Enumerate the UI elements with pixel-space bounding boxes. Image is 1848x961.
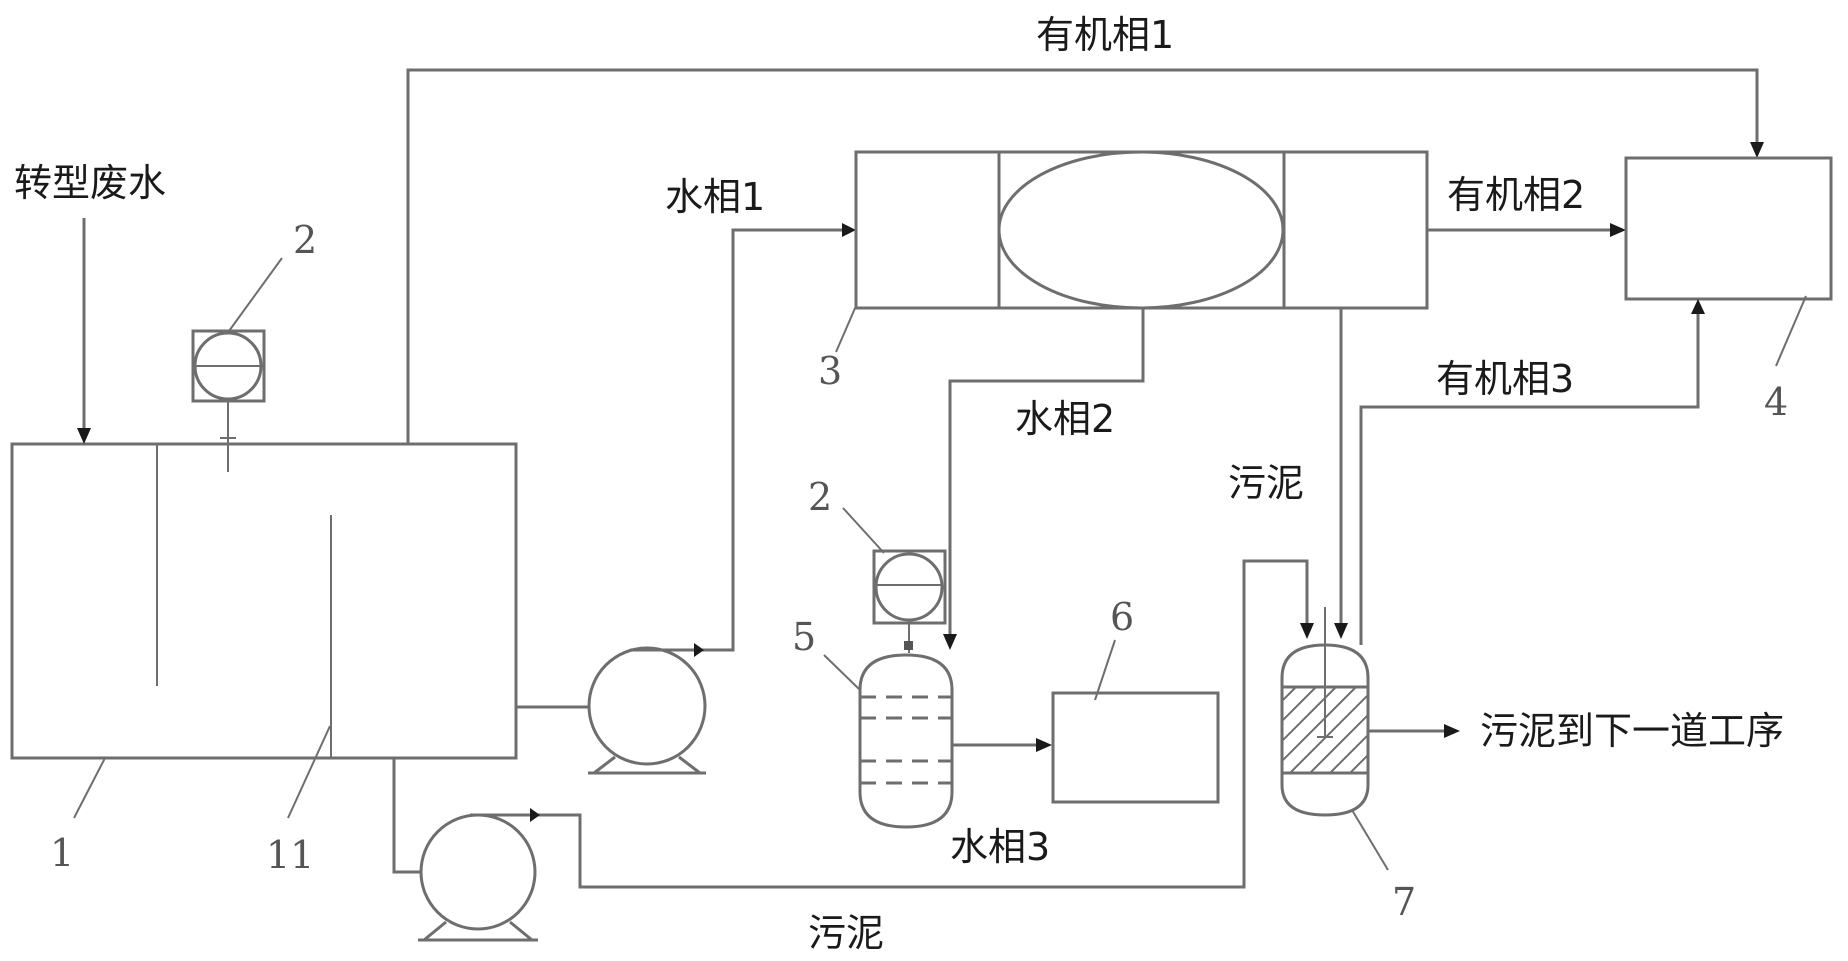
callout-11: 11 (266, 833, 314, 877)
label-sludge-bottom: 污泥 (808, 911, 884, 955)
label-aqueous-phase-3: 水相3 (950, 825, 1050, 869)
receiver-6 (1051, 691, 1220, 804)
arrow-icon (694, 643, 704, 657)
arrow-icon (1610, 223, 1626, 237)
label-aqueous-phase-1: 水相1 (665, 175, 765, 219)
arrow-icon (77, 428, 91, 444)
pump-a (516, 223, 856, 775)
pump-b (392, 559, 1314, 942)
arrow-icon (842, 223, 856, 237)
callout-leader (287, 725, 331, 819)
arrow-icon (1691, 299, 1705, 314)
organic-phase-3-line (1359, 299, 1705, 645)
label-sludge-top: 污泥 (1228, 461, 1304, 505)
sludge-out-line (1368, 724, 1460, 738)
arrow-icon (1300, 623, 1314, 639)
feed-line (77, 218, 91, 444)
label-aqueous-phase-2: 水相2 (1015, 397, 1115, 441)
callout-leader (842, 507, 885, 554)
label-organic-phase-3: 有机相3 (1436, 357, 1574, 401)
arrow-icon (1750, 142, 1764, 158)
callout-1: 1 (50, 831, 74, 875)
tank-1 (10, 442, 518, 760)
callout-7: 7 (1392, 880, 1416, 924)
label-organic-phase-2: 有机相2 (1447, 173, 1585, 217)
callout-leader (1094, 639, 1116, 701)
organic-phase-2-line (1427, 223, 1626, 237)
callout-4: 4 (1764, 380, 1788, 424)
aqueous-phase-3-line (952, 738, 1052, 752)
label-sludge-out: 污泥到下一道工序 (1480, 709, 1784, 753)
callout-3: 3 (818, 349, 842, 393)
label-feed: 转型废水 (14, 161, 166, 205)
callout-2b: 2 (808, 475, 832, 519)
vessel-7 (1280, 607, 1370, 817)
callout-leader (1351, 809, 1389, 871)
collector-4 (1624, 156, 1833, 301)
arrow-icon (1036, 738, 1052, 752)
separator-3 (854, 150, 1429, 310)
label-organic-phase-1: 有机相1 (1036, 13, 1174, 57)
flowmeter-b (872, 549, 947, 653)
callout-leader (228, 257, 283, 332)
organic-phase-1-line (406, 68, 1764, 444)
flowmeter-a (191, 329, 266, 472)
callout-leader (835, 305, 857, 353)
callout-leader (823, 654, 861, 691)
tank-body (10, 442, 518, 760)
arrow-icon (1444, 724, 1460, 738)
column-5 (858, 653, 954, 829)
aqueous-phase-2-line (943, 308, 1145, 650)
callout-leader (73, 757, 106, 819)
callout-5: 5 (792, 615, 816, 659)
arrow-icon (943, 634, 957, 650)
sludge-line-separator (1334, 308, 1348, 639)
arrow-icon (1334, 623, 1348, 639)
callout-2a: 2 (293, 218, 317, 262)
arrow-icon (530, 808, 540, 822)
callout-leader (1775, 295, 1807, 367)
callout-6: 6 (1110, 595, 1134, 639)
